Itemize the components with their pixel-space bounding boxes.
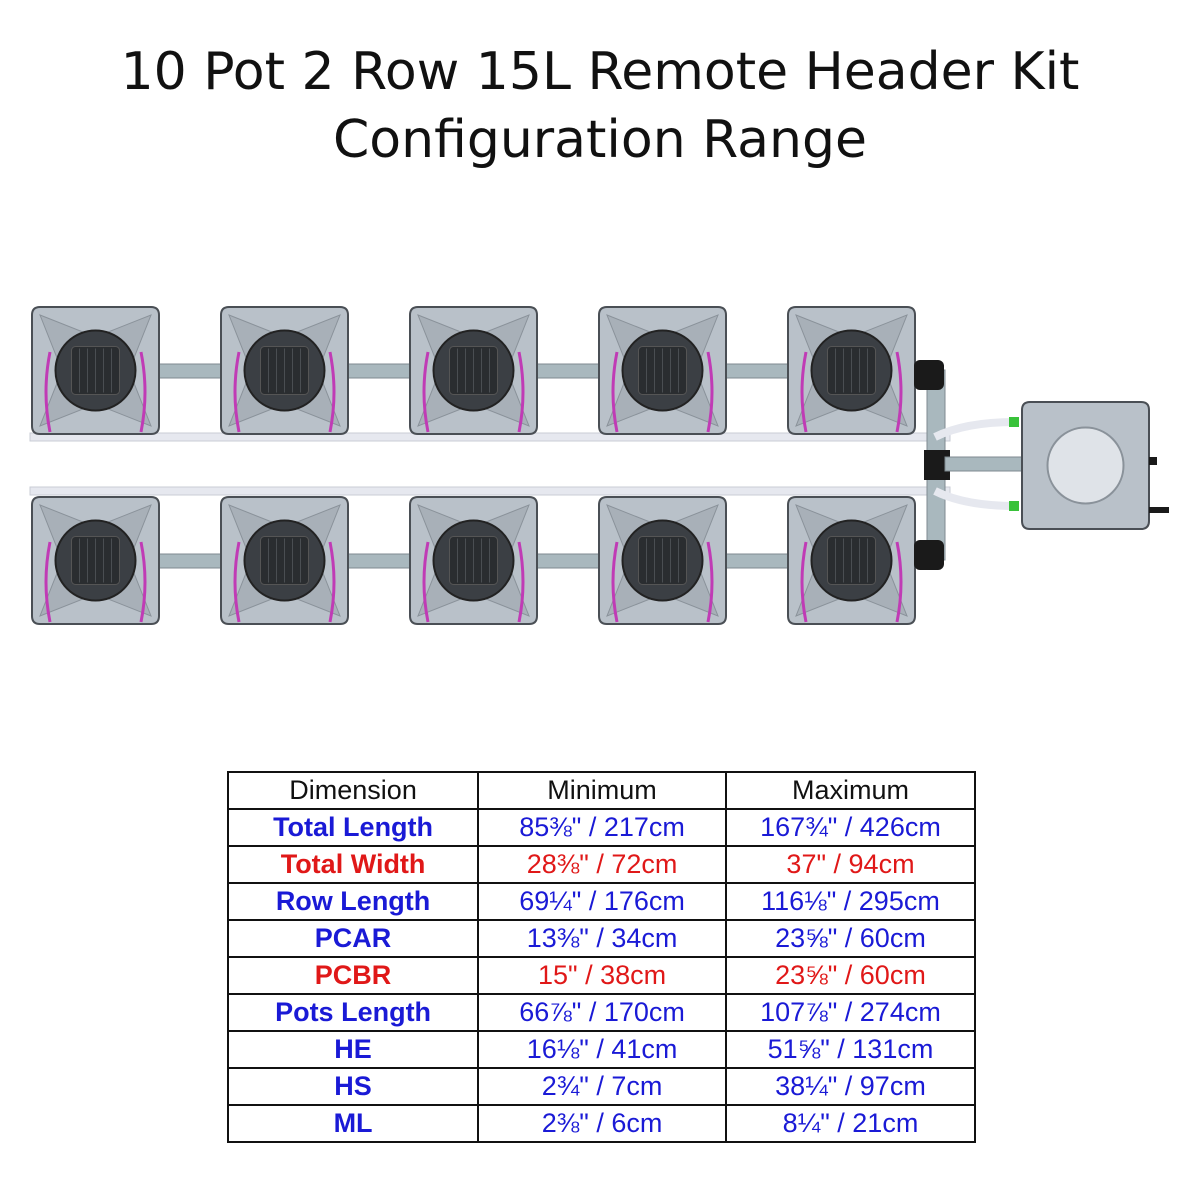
elbow-fitting: [914, 360, 944, 390]
dimension-label: PCAR: [226, 919, 480, 958]
pot: [220, 496, 349, 625]
pot: [787, 496, 916, 625]
feed-tube: [933, 418, 1016, 441]
dimension-label: Row Length: [226, 882, 480, 921]
loop-tube: [139, 541, 147, 623]
maximum-value: 23⅝" / 60cm: [725, 919, 976, 958]
dimension-label: Pots Length: [226, 993, 480, 1032]
minimum-value: 69¼" / 176cm: [477, 882, 727, 921]
dimension-label: PCBR: [226, 956, 480, 995]
loop-tube: [706, 351, 714, 433]
loop-tube: [895, 351, 903, 433]
loop-tube: [44, 351, 52, 433]
minimum-value: 66⅞" / 170cm: [477, 993, 727, 1032]
pot: [787, 306, 916, 435]
maximum-value: 107⅞" / 274cm: [725, 993, 976, 1032]
loop-tube: [611, 351, 619, 433]
loop-tube: [328, 351, 336, 433]
dimension-label: Total Width: [226, 845, 480, 884]
pot: [598, 496, 727, 625]
table-header-row: Dimension Minimum Maximum: [226, 771, 976, 810]
pot: [409, 306, 538, 435]
feed-tube: [933, 487, 1016, 510]
elbow-fitting: [914, 540, 944, 570]
pot: [31, 496, 160, 625]
power-cable: [1149, 507, 1169, 513]
loop-tube: [233, 541, 241, 623]
dimension-label: ML: [226, 1104, 480, 1143]
valve: [1009, 417, 1019, 427]
loop-tube: [139, 351, 147, 433]
maximum-value: 116⅛" / 295cm: [725, 882, 976, 921]
minimum-value: 85⅜" / 217cm: [477, 808, 727, 847]
page-title: 10 Pot 2 Row 15L Remote Header Kit: [120, 42, 1080, 102]
pot: [220, 306, 349, 435]
loop-tube: [422, 351, 430, 433]
pot: [31, 306, 160, 435]
minimum-value: 16⅛" / 41cm: [477, 1030, 727, 1069]
page-subtitle: Configuration Range: [333, 110, 867, 170]
header-layer: [914, 360, 1169, 570]
loop-tube: [517, 351, 525, 433]
valve: [1009, 501, 1019, 511]
maximum-value: 37" / 94cm: [725, 845, 976, 884]
loop-tube: [44, 541, 52, 623]
loop-tube: [800, 541, 808, 623]
loop-tube: [517, 541, 525, 623]
pot: [598, 306, 727, 435]
dimension-label: HE: [226, 1030, 480, 1069]
loop-tube: [800, 351, 808, 433]
minimum-value: 28⅜" / 72cm: [477, 845, 727, 884]
minimum-value: 13⅜" / 34cm: [477, 919, 727, 958]
outlet: [1149, 457, 1157, 465]
header-tank-lid: [1046, 426, 1125, 505]
maximum-value: 38¼" / 97cm: [725, 1067, 976, 1106]
feed-pipe: [944, 456, 1026, 472]
loop-tube: [233, 351, 241, 433]
maximum-value: 8¼" / 21cm: [725, 1104, 976, 1143]
dimension-label: HS: [226, 1067, 480, 1106]
dimension-label: Total Length: [226, 808, 480, 847]
loop-tube: [328, 541, 336, 623]
maximum-value: 167¾" / 426cm: [725, 808, 976, 847]
loop-tube: [611, 541, 619, 623]
header-maximum: Maximum: [725, 771, 976, 810]
loop-tube: [422, 541, 430, 623]
pots-layer: [31, 306, 916, 625]
kit-diagram: [29, 306, 1169, 625]
pot: [409, 496, 538, 625]
loop-tube: [895, 541, 903, 623]
maximum-value: 51⅝" / 131cm: [725, 1030, 976, 1069]
loop-tube: [706, 541, 714, 623]
minimum-value: 2⅜" / 6cm: [477, 1104, 727, 1143]
drip-tube: [29, 486, 951, 496]
header-minimum: Minimum: [477, 771, 727, 810]
maximum-value: 23⅝" / 60cm: [725, 956, 976, 995]
minimum-value: 15" / 38cm: [477, 956, 727, 995]
minimum-value: 2¾" / 7cm: [477, 1067, 727, 1106]
header-dimension: Dimension: [226, 771, 480, 810]
